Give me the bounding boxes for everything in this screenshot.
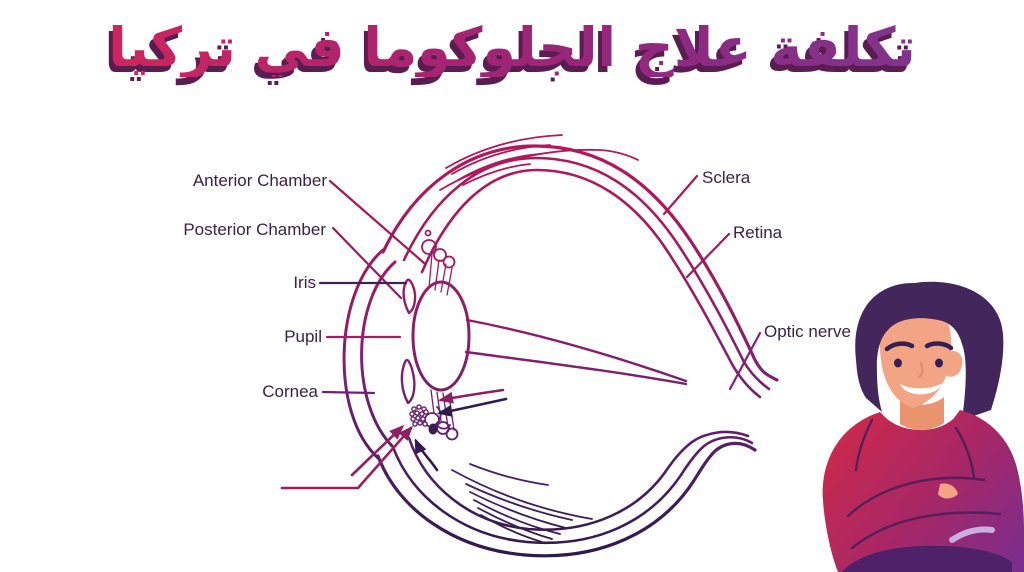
arrow-from-right-magenta: [438, 388, 505, 404]
hand: [938, 483, 958, 499]
leader-posterior-chamber: [331, 226, 403, 300]
ear: [944, 350, 963, 377]
leader-cornea: [321, 390, 376, 395]
arrow-elbow-magenta: [280, 425, 413, 490]
label-retina: Retina: [733, 223, 783, 242]
eyebrows: [884, 341, 954, 352]
face: [879, 298, 952, 408]
iris-lower: [400, 358, 416, 405]
cornea-line: [342, 248, 397, 460]
sclera-outline: [376, 144, 779, 558]
waist-shadow: [842, 545, 1012, 572]
label-cornea: Cornea: [262, 382, 318, 401]
label-pupil: Pupil: [284, 327, 322, 346]
label-posterior-chamber: Posterior Chamber: [183, 220, 326, 239]
arm-creases: [846, 418, 1002, 550]
lens: [411, 280, 471, 392]
arrow-from-right-dark: [437, 397, 508, 417]
schlemm-canal-blob: [428, 423, 438, 435]
leader-anterior-chamber: [328, 179, 426, 265]
choroid-line: [391, 156, 771, 545]
man-illustration: [822, 281, 1024, 572]
muscle-fibers-bottom: [451, 463, 593, 543]
hair: [855, 281, 1004, 420]
label-leader-lines: [318, 174, 762, 395]
sleeve-highlight: [949, 526, 995, 543]
leader-retina: [685, 232, 731, 279]
retina-line: [407, 168, 762, 531]
leader-optic-nerve: [728, 331, 762, 391]
eyes: [894, 358, 943, 368]
zonule-fibers: [428, 253, 455, 431]
smile: [900, 383, 943, 395]
eye-line-art: [342, 134, 779, 558]
label-iris: Iris: [293, 273, 316, 292]
ciliary-body-upper: [421, 229, 456, 269]
trabecular-meshwork-dots: [409, 404, 429, 427]
leader-sclera: [662, 174, 699, 216]
arrow-from-below-dark: [414, 438, 439, 472]
label-sclera: Sclera: [702, 168, 751, 187]
arrow-diagonal-magenta: [350, 424, 405, 477]
nose: [917, 361, 924, 379]
label-optic-nerve: Optic nerve: [764, 322, 851, 341]
pointer-arrows: [280, 388, 508, 490]
label-anterior-chamber: Anterior Chamber: [192, 171, 327, 190]
muscle-fibers-top: [439, 134, 639, 191]
visual-axis-lines: [464, 318, 688, 386]
iris-upper: [402, 278, 417, 315]
